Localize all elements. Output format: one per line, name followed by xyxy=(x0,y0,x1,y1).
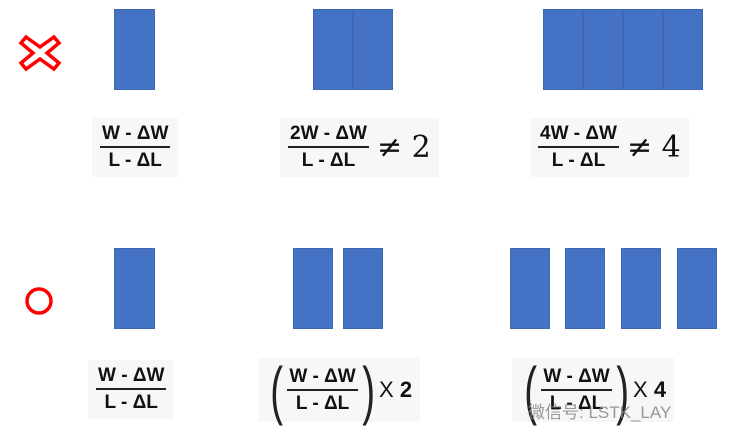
cross-icon xyxy=(18,34,62,72)
factor: 4 xyxy=(653,377,667,402)
rect-4w-a xyxy=(543,9,583,90)
denominator: L - ΔL xyxy=(551,150,606,171)
denominator: L - ΔL xyxy=(295,392,350,414)
left-paren: ( xyxy=(524,354,538,426)
times-sign: X xyxy=(633,377,648,402)
numerator: 4W - ΔW xyxy=(538,124,619,148)
rect-sep-4c xyxy=(621,248,661,329)
rect-1w xyxy=(114,9,155,90)
right-paren: ) xyxy=(361,354,375,426)
denominator: L - ΔL xyxy=(108,150,162,171)
not-equal-label: ≠ 2 xyxy=(376,130,431,165)
denominator: L - ΔL xyxy=(104,392,158,413)
times-sign: X xyxy=(379,377,394,402)
watermark: 微信号: LSTK_LAY xyxy=(528,403,672,422)
factor: 2 xyxy=(399,377,413,402)
rect-sep-4a xyxy=(510,248,550,329)
rect-2w-b xyxy=(353,9,393,90)
rect-sep-2b xyxy=(343,248,383,329)
left-paren: ( xyxy=(270,354,284,426)
rect-sep-4b xyxy=(565,248,605,329)
denominator: L - ΔL xyxy=(549,392,604,414)
numerator: W - ΔW xyxy=(541,366,612,391)
numerator: W - ΔW xyxy=(96,366,167,390)
rect-sep-4d xyxy=(677,248,717,329)
rect-4w-d xyxy=(663,9,703,90)
rect-single xyxy=(114,248,155,329)
numerator: 2W - ΔW xyxy=(288,124,369,148)
not-equal-label: ≠ 4 xyxy=(626,130,681,165)
right-paren: ) xyxy=(615,354,629,426)
rect-sep-2a xyxy=(293,248,333,329)
rect-4w-c xyxy=(623,9,663,90)
numerator: W - ΔW xyxy=(100,124,171,148)
circle-icon xyxy=(25,287,53,315)
rect-2w-a xyxy=(313,9,353,90)
denominator: L - ΔL xyxy=(301,150,356,171)
rect-4w-b xyxy=(583,9,623,90)
numerator: W - ΔW xyxy=(287,366,358,391)
